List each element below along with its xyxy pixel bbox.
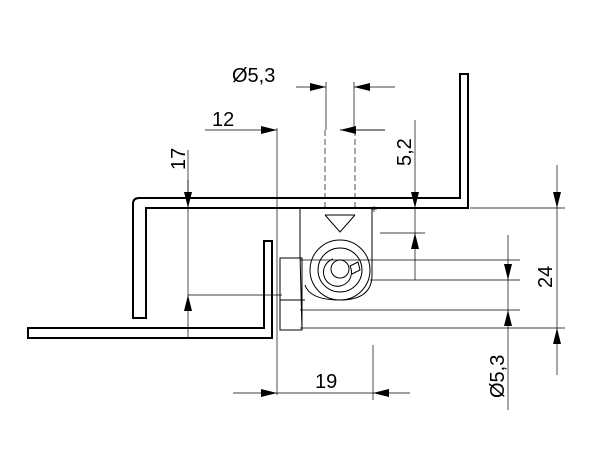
dim-19: 19 [233, 371, 410, 397]
dim-5-2-label: 5,2 [394, 138, 416, 166]
dim-24-label: 24 [535, 266, 557, 288]
dim-12-label: 12 [212, 109, 234, 131]
reference-mark [371, 206, 377, 212]
countersunk-screw [324, 130, 356, 233]
lower-hinge-leaf [27, 240, 273, 339]
upper-hinge-leaf [132, 73, 469, 319]
dim-24: 24 [535, 165, 561, 375]
dim-diameter-top-label: Ø5,3 [232, 65, 275, 87]
pivot-pin [309, 239, 371, 301]
dim-diameter-side-label: Ø5,3 [487, 355, 509, 398]
dim-5-2: 5,2 [394, 138, 419, 249]
dim-diameter-side: Ø5,3 [487, 235, 512, 410]
dim-17: 17 [168, 148, 192, 311]
dim-17-label: 17 [168, 148, 190, 170]
knuckle-body [279, 208, 373, 331]
dim-diameter-top: Ø5,3 [232, 65, 395, 91]
dim-19-label: 19 [315, 371, 337, 393]
dim-12: 12 [205, 109, 385, 134]
